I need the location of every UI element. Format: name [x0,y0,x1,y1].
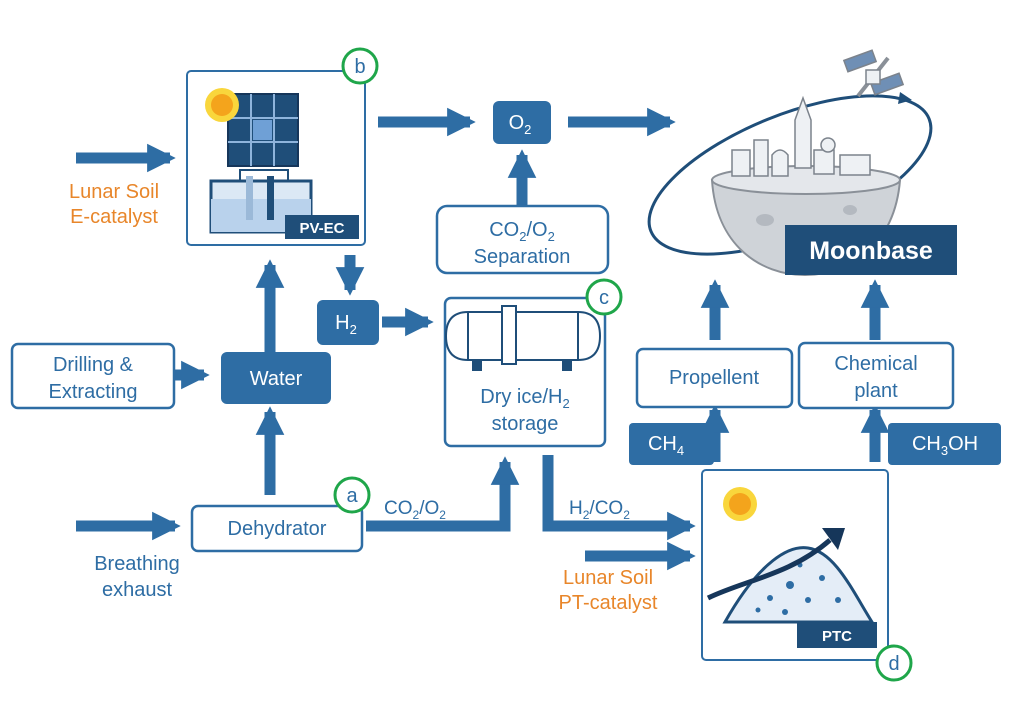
marker-d: d [875,644,913,682]
svg-text:Dry ice/H2: Dry ice/H2 [480,386,569,411]
co2-o2-flow-label: CO [384,498,413,519]
ptc-badge-bg [797,622,877,648]
solar-panel-icon [227,93,299,167]
separation-label-line2: Separation [474,246,571,268]
separation-label-line1: CO [489,219,519,241]
storage-tank-icon [444,305,602,371]
space-station-icon [842,49,905,98]
marker-b: b [341,47,379,85]
sun-icon-ptc [723,487,757,521]
ptc-unit: PTC [701,469,889,661]
drilling-label-line1: Drilling & [53,354,134,376]
marker-c: c [585,278,623,316]
lunar-soil-bottom-line2: PT-catalyst [559,592,658,614]
orbit-arrowhead [898,92,912,104]
storage-label-line1: Dry ice/H [480,386,562,408]
propellent-node: Propellent [635,347,794,409]
svg-text:CO2/O2: CO2/O2 [489,219,555,244]
svg-text:c: c [599,287,609,309]
ch3oh-label: CH [912,433,941,455]
pvec-unit: PV-EC [186,70,366,246]
sun-icon [205,88,239,122]
arrow-storage-to-ptc [542,455,696,541]
ch3oh-node: CH3OH [888,423,1001,465]
moonbase-label: Moonbase [809,237,933,265]
pvec-badge: PV-EC [299,220,344,237]
h2-co2-flow-label: H [569,498,583,519]
chemical-plant-node: Chemical plant [797,341,955,410]
svg-text:CO2/O2: CO2/O2 [384,498,446,522]
lunar-soil-bottom-line1: Lunar Soil [563,567,653,589]
storage-label-line2: storage [492,413,559,435]
propellent-label: Propellent [669,367,760,389]
flow-arrows [76,107,890,571]
dehydrator-label: Dehydrator [228,518,327,540]
h2-label: H [335,312,349,334]
o2-node: O2 [493,101,551,144]
dehydrator-node: Dehydrator [190,504,364,553]
chemical-label-line2: plant [854,380,898,402]
svg-text:H2/CO2: H2/CO2 [569,498,630,522]
svg-text:O2: O2 [509,112,532,137]
chemical-label-line1: Chemical [834,353,917,375]
breathing-exhaust-line2: exhaust [102,579,172,601]
h2-node: H2 [317,300,379,345]
reaction-arrow-icon [706,538,832,601]
moonbase-label-box: Moonbase [785,225,957,275]
svg-text:b: b [354,56,365,78]
storage-node: Dry ice/H2 storage [443,296,607,448]
pvec-badge-bg [285,215,359,239]
svg-text:a: a [346,485,358,507]
ch4-node: CH4 [629,423,714,465]
svg-text:H2: H2 [335,312,357,337]
drilling-label-line2: Extracting [49,381,138,403]
base-buildings-icon [731,95,871,177]
arrow-dehydrator-to-storage [366,456,520,532]
lunar-soil-top-line2: E-catalyst [70,206,158,228]
water-label: Water [250,368,303,390]
svg-text:d: d [888,653,899,675]
o2-label: O [509,112,525,134]
svg-text:CH4: CH4 [648,433,684,458]
ch4-label: CH [648,433,677,455]
lunar-soil-top-line1: Lunar Soil [69,181,159,203]
breathing-exhaust-line1: Breathing [94,553,180,575]
drilling-node: Drilling & Extracting [10,342,176,410]
separation-node: CO2/O2 Separation [435,204,610,275]
ptc-badge: PTC [822,628,852,645]
water-node: Water [221,352,331,404]
marker-a: a [333,476,371,514]
svg-text:CH3OH: CH3OH [912,433,978,458]
